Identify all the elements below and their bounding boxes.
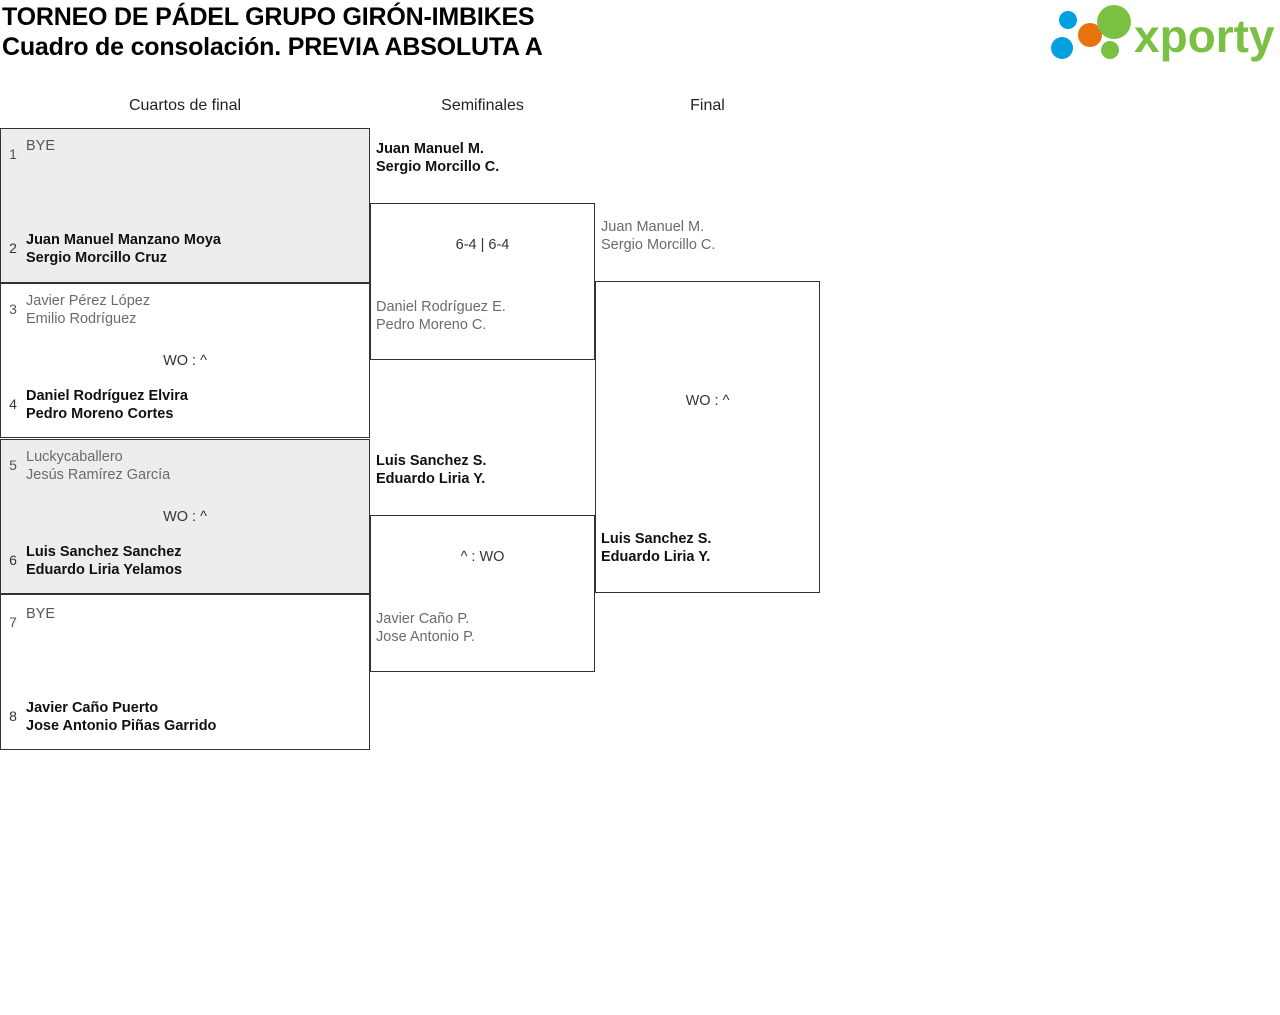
sf-1-slot-top[interactable]: Juan Manuel M. Sergio Morcillo C. — [370, 140, 595, 176]
qf-4-slot-bottom[interactable]: 8 Javier Caño Puerto Jose Antonio Piñas … — [0, 699, 370, 735]
final-top-names: Juan Manuel M. Sergio Morcillo C. — [601, 219, 716, 253]
match-box-sf-2[interactable] — [370, 515, 595, 672]
qf-1-bottom-names: Juan Manuel Manzano Moya Sergio Morcillo… — [26, 232, 221, 266]
page-header: TORNEO DE PÁDEL GRUPO GIRÓN-IMBIKES Cuad… — [0, 0, 1280, 80]
match-box-qf-2[interactable] — [0, 283, 370, 438]
round-header-quarterfinals: Cuartos de final — [128, 97, 242, 114]
logo-dot-green-big — [1097, 5, 1131, 39]
qf-2-top-seed: 3 — [9, 301, 17, 317]
logo-wordmark: xporty — [1134, 10, 1275, 62]
qf-4-top-seed: 7 — [9, 614, 17, 630]
sf-2-slot-bottom[interactable]: Javier Caño P. Jose Antonio P. — [370, 610, 595, 646]
qf-2-bottom-names: Daniel Rodríguez Elvira Pedro Moreno Cor… — [26, 388, 188, 422]
qf-1-slot-top[interactable]: 1 BYE — [0, 137, 370, 163]
qf-2-score: WO : ^ — [163, 353, 207, 369]
qf-4-top-names: BYE — [26, 606, 56, 622]
qf-2-slot-top[interactable]: 3 Javier Pérez López Emilio Rodríguez — [0, 292, 370, 328]
qf-1-slot-bottom[interactable]: 2 Juan Manuel Manzano Moya Sergio Morcil… — [0, 231, 370, 267]
qf-3-bottom-seed: 6 — [9, 552, 17, 568]
qf-4-slot-top[interactable]: 7 BYE — [0, 605, 370, 631]
final-bottom-names: Luis Sanchez S. Eduardo Liria Y. — [601, 531, 712, 565]
round-header-semifinals: Semifinales — [441, 97, 524, 114]
match-box-qf-3[interactable] — [0, 439, 370, 594]
title-line-tournament: TORNEO DE PÁDEL GRUPO GIRÓN-IMBIKES — [2, 3, 535, 31]
sf-2-top-names: Luis Sanchez S. Eduardo Liria Y. — [376, 453, 487, 487]
xporty-logo[interactable]: xporty — [1046, 4, 1276, 64]
qf-4-bottom-seed: 8 — [9, 708, 17, 724]
qf-4-bottom-names: Javier Caño Puerto Jose Antonio Piñas Ga… — [26, 700, 217, 734]
match-box-sf-1[interactable] — [370, 203, 595, 360]
logo-dot-green-small — [1101, 41, 1119, 59]
round-header-final: Final — [690, 97, 725, 114]
sf-1-slot-bottom[interactable]: Daniel Rodríguez E. Pedro Moreno C. — [370, 298, 595, 334]
match-box-qf-1[interactable] — [0, 128, 370, 283]
sf-2-slot-top[interactable]: Luis Sanchez S. Eduardo Liria Y. — [370, 452, 595, 488]
final-slot-bottom[interactable]: Luis Sanchez S. Eduardo Liria Y. — [595, 530, 820, 566]
final-score: WO : ^ — [685, 393, 730, 409]
qf-3-top-seed: 5 — [9, 457, 17, 473]
qf-1-top-seed: 1 — [9, 146, 17, 162]
sf-2-bottom-names: Javier Caño P. Jose Antonio P. — [376, 611, 475, 645]
sf-1-bottom-names: Daniel Rodríguez E. Pedro Moreno C. — [376, 299, 506, 333]
qf-3-slot-bottom[interactable]: 6 Luis Sanchez Sanchez Eduardo Liria Yel… — [0, 543, 370, 579]
qf-2-top-names: Javier Pérez López Emilio Rodríguez — [26, 293, 151, 327]
logo-dot-blue-top — [1059, 11, 1077, 29]
page-title: TORNEO DE PÁDEL GRUPO GIRÓN-IMBIKES Cuad… — [2, 2, 543, 62]
sf-1-top-names: Juan Manuel M. Sergio Morcillo C. — [376, 141, 500, 175]
title-line-subtitle: Cuadro de consolación. PREVIA ABSOLUTA A — [2, 33, 543, 61]
sf-1-score: 6-4 | 6-4 — [455, 237, 510, 253]
qf-3-score: WO : ^ — [163, 509, 207, 525]
match-box-qf-4[interactable] — [0, 594, 370, 750]
qf-1-bottom-seed: 2 — [9, 240, 17, 256]
sf-2-score: ^ : WO — [460, 549, 505, 565]
qf-1-top-names: BYE — [26, 138, 56, 154]
logo-dot-orange — [1078, 23, 1102, 47]
qf-3-bottom-names: Luis Sanchez Sanchez Eduardo Liria Yelam… — [26, 544, 183, 578]
qf-3-top-names: Luckycaballero Jesús Ramírez García — [26, 449, 171, 483]
qf-2-bottom-seed: 4 — [9, 396, 17, 412]
logo-dot-blue-bottom — [1051, 37, 1073, 59]
match-box-final[interactable] — [595, 281, 820, 593]
qf-2-slot-bottom[interactable]: 4 Daniel Rodríguez Elvira Pedro Moreno C… — [0, 387, 370, 423]
final-slot-top[interactable]: Juan Manuel M. Sergio Morcillo C. — [595, 218, 820, 254]
qf-3-slot-top[interactable]: 5 Luckycaballero Jesús Ramírez García — [0, 448, 370, 484]
